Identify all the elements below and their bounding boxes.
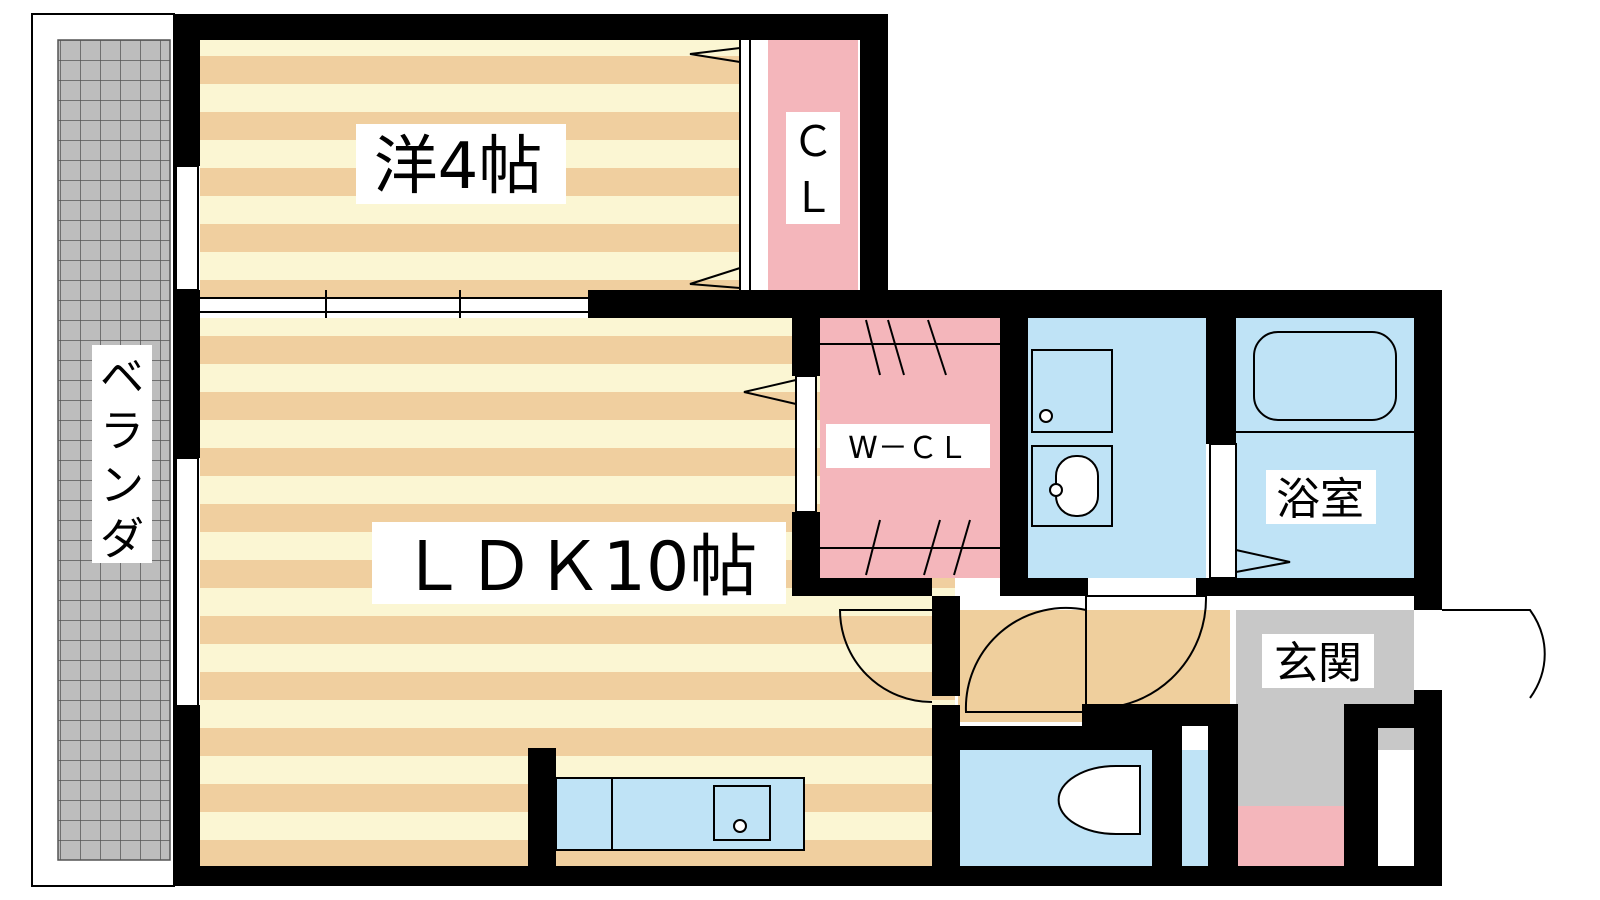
balcony-label-3: ン [100, 460, 144, 511]
bath-label: 浴室 [1276, 474, 1364, 525]
balcony-label-1: ベ [100, 352, 144, 403]
bedroom-label: 洋4帖 [374, 130, 543, 204]
balcony-label-2: ラ [100, 406, 144, 457]
storage-right [1378, 750, 1414, 866]
shoe-box [1236, 806, 1344, 866]
closet-label-c: Ｃ [792, 117, 834, 166]
balcony [31, 13, 175, 887]
toilet-storage [1182, 750, 1208, 866]
entrance-label: 玄関 [1274, 638, 1362, 689]
balcony-label-4: ダ [100, 514, 144, 565]
hallway-floor [958, 610, 1230, 722]
walk-in-closet-label: W－ＣＬ [848, 431, 968, 466]
ldk-label: ＬＤＫ10帖 [399, 528, 758, 607]
door-window-details [175, 40, 1546, 850]
walls [174, 14, 1442, 886]
closet-label-l: Ｌ [792, 173, 834, 222]
